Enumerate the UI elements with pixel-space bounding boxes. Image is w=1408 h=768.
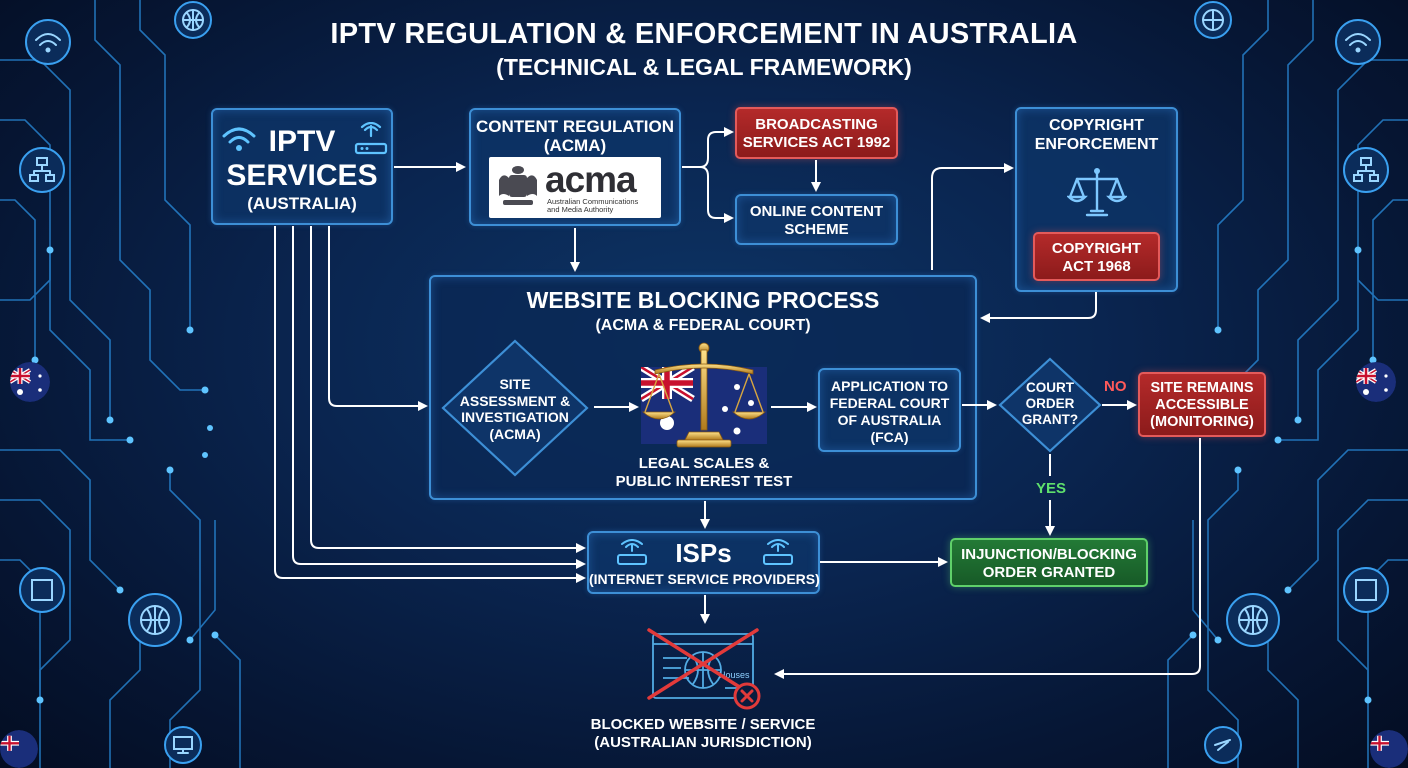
application-line1: APPLICATION TO	[831, 378, 948, 394]
crossed-globe-icon: Houses	[647, 628, 761, 710]
legal-scales-label: LEGAL SCALES & PUBLIC INTEREST TEST	[615, 455, 793, 490]
iptv-services-box: IPTV SERVICES (AUSTRALIA)	[211, 108, 393, 225]
injunction-order-box: INJUNCTION/BLOCKING ORDER GRANTED	[950, 538, 1148, 587]
australian-flag-icon	[0, 730, 38, 768]
site-assessment-label: SITE ASSESSMENT & INVESTIGATION (ACMA)	[459, 376, 571, 442]
broadcasting-act-line2: SERVICES ACT 1992	[742, 134, 891, 151]
isps-title: ISPs	[675, 538, 732, 568]
application-line3: OF AUSTRALIA	[837, 412, 942, 428]
router-icon	[763, 539, 793, 565]
acma-logo-word: acma	[545, 159, 637, 200]
online-content-line1: ONLINE CONTENT	[749, 203, 884, 220]
australian-flag-icon	[10, 362, 50, 402]
court-order-diamond-shape	[998, 357, 1102, 453]
copyright-enforcement-line2: ENFORCEMENT	[1034, 136, 1159, 153]
site-assessment-diamond-shape	[441, 339, 589, 477]
scales-icon	[641, 342, 767, 448]
injunction-line2: ORDER GRANTED	[982, 564, 1116, 581]
arrow-site-remains-to-blocked	[774, 438, 1201, 679]
page-title: IPTV REGULATION & ENFORCEMENT IN AUSTRAL…	[330, 18, 1078, 50]
application-line4: (FCA)	[870, 429, 909, 445]
page-subtitle: (TECHNICAL & LEGAL FRAMEWORK)	[496, 54, 912, 80]
router-icon	[354, 122, 388, 155]
acma-logo: acma Australian Communications and Media…	[489, 157, 661, 218]
acma-logo-subtitle: Australian Communications and Media Auth…	[547, 197, 639, 214]
iptv-subtitle: (AUSTRALIA)	[247, 194, 357, 213]
injunction-line1: INJUNCTION/BLOCKING	[961, 546, 1137, 563]
website-blocking-subtitle: (ACMA & FEDERAL COURT)	[595, 317, 811, 334]
iptv-title-line2: SERVICES	[226, 159, 378, 192]
arrow-to-broadcasting-act	[682, 127, 734, 168]
court-order-label: COURT ORDER GRANT?	[1021, 380, 1079, 427]
content-regulation-title: CONTENT REGULATION	[475, 117, 674, 136]
site-remains-line3: (MONITORING)	[1150, 414, 1254, 430]
application-fca-box: APPLICATION TO FEDERAL COURT OF AUSTRALI…	[818, 368, 961, 452]
broadcasting-act-box: BROADCASTING SERVICES ACT 1992	[735, 107, 898, 159]
arrow-iptv-to-isps-2	[292, 226, 586, 569]
site-remains-line2: ACCESSIBLE	[1155, 397, 1249, 413]
online-content-line2: SCHEME	[784, 221, 849, 238]
copyright-act-line2: ACT 1968	[1062, 258, 1131, 275]
router-icon	[617, 539, 647, 565]
arrow-iptv-to-isps-3	[274, 226, 586, 583]
content-regulation-sub: (ACMA)	[543, 136, 607, 155]
blocked-website-label: BLOCKED WEBSITE / SERVICE (AUSTRALIAN JU…	[590, 716, 816, 751]
blocked-screen-text: Houses	[719, 670, 750, 680]
australian-flag-icon	[1370, 730, 1408, 768]
isps-subtitle: (INTERNET SERVICE PROVIDERS)	[589, 571, 820, 587]
isps-box: ISPs (INTERNET SERVICE PROVIDERS)	[587, 531, 820, 594]
arrow-iptv-to-site-assessment	[328, 226, 428, 411]
copyright-enforcement-line1: COPYRIGHT	[1048, 117, 1145, 134]
decision-no-label: NO	[1104, 378, 1127, 395]
application-line2: FEDERAL COURT	[829, 395, 950, 411]
australian-flag-icon	[1356, 362, 1396, 402]
site-remains-accessible-box: SITE REMAINS ACCESSIBLE (MONITORING)	[1138, 372, 1266, 437]
copyright-act-line1: COPYRIGHT	[1051, 240, 1142, 257]
arrow-to-copyright-enforcement	[931, 163, 1014, 270]
arrow-iptv-to-isps-1	[310, 226, 586, 553]
decision-yes-label: YES	[1036, 480, 1067, 497]
arrow-to-online-content	[699, 166, 734, 223]
broadcasting-act-line1: BROADCASTING	[755, 116, 878, 133]
scales-icon	[1067, 168, 1127, 217]
online-content-scheme-box: ONLINE CONTENT SCHEME	[735, 194, 898, 245]
arrow-copyright-to-blocking	[980, 292, 1097, 323]
coat-of-arms-icon	[499, 166, 537, 205]
copyright-act-box: COPYRIGHT ACT 1968	[1033, 232, 1160, 281]
site-remains-line1: SITE REMAINS	[1150, 380, 1254, 396]
iptv-title-line1: IPTV	[268, 125, 336, 158]
website-blocking-title: WEBSITE BLOCKING PROCESS	[526, 287, 880, 313]
wifi-icon	[222, 127, 256, 151]
